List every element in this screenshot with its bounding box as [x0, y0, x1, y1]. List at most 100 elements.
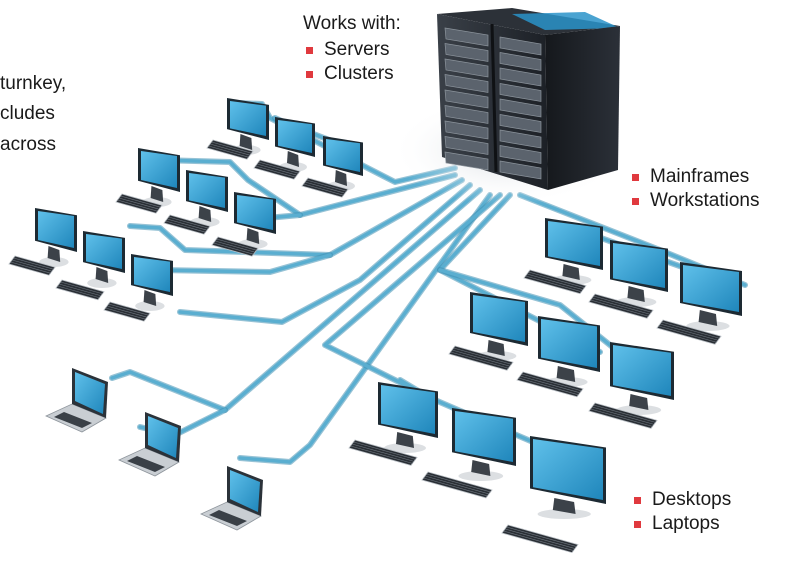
laptop-screen: [75, 372, 105, 414]
desktop-monitor-icon: [234, 192, 276, 249]
monitor-stand: [629, 394, 649, 410]
server-top-accent: [512, 12, 620, 30]
keyboard-keys: [106, 305, 148, 318]
monitor-shadow: [686, 321, 730, 331]
keyboard-keys: [166, 218, 208, 231]
network-cable-icon: [110, 188, 482, 412]
keyboard-keys: [504, 528, 576, 549]
network-cable-icon: [158, 253, 332, 274]
monitor-stand: [143, 290, 157, 306]
desktop-monitor-icon: [680, 262, 742, 331]
server-drive-bay: [499, 129, 542, 149]
keyboard-icon: [301, 177, 349, 198]
desktop-monitor-icon: [378, 382, 438, 453]
keyboard-icon: [163, 214, 211, 235]
keyboard-keys: [118, 197, 160, 210]
keyboard-keys: [526, 273, 584, 290]
bullet-icon: [306, 71, 313, 78]
keyboard-icon: [115, 193, 163, 214]
monitor-screen: [473, 295, 525, 342]
keyboard-keys: [258, 161, 299, 174]
bullet-icon: [634, 497, 641, 504]
server-drive-bay: [444, 74, 489, 93]
keyboard-icon: [516, 371, 584, 398]
laptop-icon: [45, 368, 108, 433]
server-drive-bay: [444, 58, 489, 78]
keyboard-keys: [590, 299, 649, 317]
server-label-item: Clusters: [302, 62, 394, 86]
desktop-monitor-icon: [610, 342, 674, 415]
keyboard-keys: [214, 240, 256, 253]
intro-text-line-2: cludes: [0, 103, 55, 124]
desktop-label-list: Desktops Laptops: [630, 488, 731, 536]
keyboard-keys: [451, 349, 511, 367]
monitor-screen: [326, 139, 360, 172]
keyboard-keys: [353, 441, 416, 460]
keyboard-keys: [426, 473, 491, 493]
monitor-stand: [287, 151, 299, 167]
keyboard-keys: [255, 165, 296, 178]
bullet-icon: [632, 174, 639, 181]
device-group: [8, 98, 742, 554]
monitor-stand: [246, 228, 260, 244]
keyboard-keys: [528, 271, 585, 288]
server-drive-bay: [444, 136, 489, 155]
desktop-monitor-icon: [530, 436, 606, 519]
keyboard-keys: [593, 404, 656, 423]
keyboard-keys: [661, 321, 720, 339]
keyboard-icon: [55, 279, 105, 301]
server-drive-bay: [499, 67, 542, 87]
server-drive-bay: [444, 120, 489, 140]
bullet-icon: [306, 47, 313, 54]
monitor-shadow: [384, 443, 426, 453]
server-drive-bay: [499, 145, 542, 164]
keyboard-icon: [253, 159, 301, 180]
keyboard-keys: [593, 295, 652, 313]
monitor-screen: [613, 243, 665, 288]
monitor-screen: [548, 221, 600, 266]
keyboard-keys: [306, 179, 347, 192]
keyboard-icon: [8, 255, 56, 276]
keyboard-keys: [591, 406, 655, 425]
intro-text-line-1: turnkey,: [0, 73, 67, 94]
laptop-screen: [230, 470, 260, 512]
monitor-screen: [613, 345, 671, 396]
monitor-screen: [86, 234, 122, 269]
monitor-shadow: [87, 278, 117, 288]
keyboard-icon: [211, 236, 259, 257]
network-cable-icon: [158, 158, 457, 217]
monitor-screen: [541, 319, 597, 368]
keyboard-keys: [450, 351, 509, 369]
monitor-stand: [239, 134, 253, 150]
monitor-stand: [198, 206, 212, 222]
monitor-stand: [335, 170, 347, 186]
mainframe-label-list: Mainframes Workstations: [628, 165, 759, 213]
monitor-stand: [471, 460, 491, 476]
keyboard-keys: [60, 281, 103, 295]
desktop-monitor-icon: [323, 136, 363, 191]
monitor-screen: [189, 173, 225, 208]
keyboard-keys: [105, 307, 146, 320]
monitor-stand: [487, 340, 505, 356]
keyboard-icon: [588, 402, 658, 429]
monitor-stand: [47, 246, 61, 262]
network-cable-icon: [178, 183, 472, 324]
keyboard-keys: [303, 183, 344, 196]
monitor-screen: [278, 120, 312, 153]
server-side: [545, 26, 620, 190]
keyboard-keys: [518, 377, 579, 396]
keyboard-keys: [424, 475, 490, 495]
monitor-shadow: [458, 471, 504, 481]
keyboard-icon: [501, 524, 579, 554]
monitor-screen: [455, 411, 513, 462]
keyboard-keys: [519, 375, 581, 394]
keyboard-keys: [13, 257, 54, 270]
keyboard-keys: [591, 297, 651, 315]
server-drive-bay: [499, 114, 542, 133]
laptop-icon: [200, 466, 263, 531]
intro-text-line-3: across: [0, 134, 56, 155]
monitor-stand: [150, 186, 164, 202]
keyboard-keys: [351, 443, 415, 462]
keyboard-keys: [521, 373, 582, 392]
